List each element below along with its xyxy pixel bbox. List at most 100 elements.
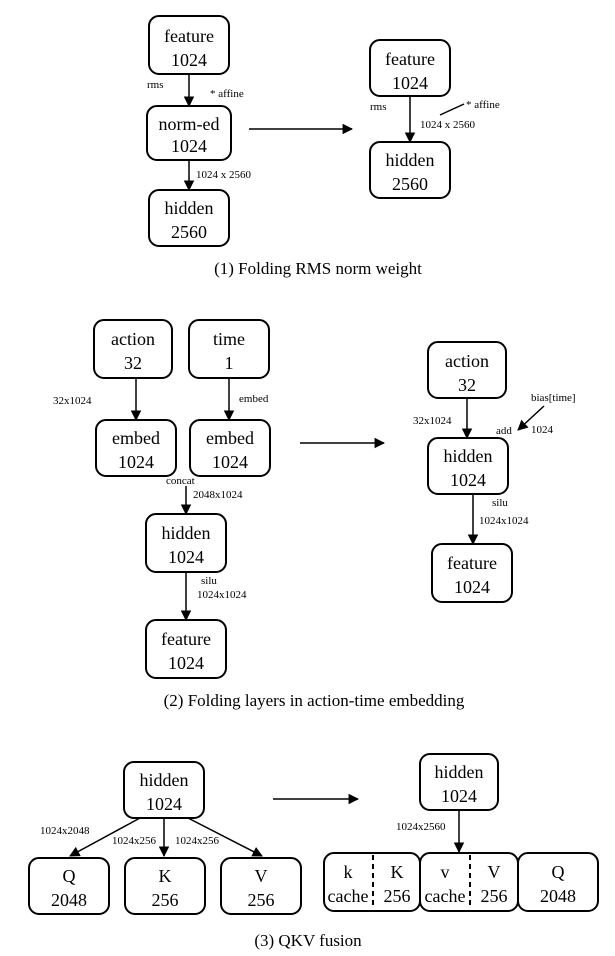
node-name: norm-ed [159, 114, 220, 134]
node-dim: 1024 [441, 786, 477, 806]
s1-right-hidden-node: hidden 2560 [369, 141, 451, 199]
s3-left-q-edge-label: 1024x2048 [40, 825, 90, 837]
s2-left-silu-label: silu [201, 575, 217, 587]
s1-left-rms-label: rms [147, 79, 164, 91]
s2-left-feature-node: feature 1024 [145, 619, 227, 679]
section-2: action 32 time 1 32x1024 embed embed 102… [53, 319, 576, 710]
s2-right-action-node: action 32 [427, 341, 507, 399]
s2-right-bias-edge [517, 405, 545, 431]
s2-left-hidden-node: hidden 1024 [145, 513, 227, 573]
s3-right-k-block: k cache K 256 [323, 852, 421, 912]
vcache-line1: v [441, 862, 450, 882]
v-name: V [488, 862, 501, 882]
kcache-line1: k [344, 862, 353, 882]
node-dim: 1024 [118, 452, 154, 472]
node-name: hidden [444, 446, 493, 466]
s2-right-silu-edge-label: 1024x1024 [479, 515, 529, 527]
node-name: hidden [435, 762, 484, 782]
node-dim: 1024 [168, 547, 204, 567]
s2-left-silu-edge-label: 1024x1024 [197, 589, 247, 601]
node-name: hidden [162, 523, 211, 543]
s3-left-v-edge [187, 817, 263, 857]
node-name: hidden [165, 198, 214, 218]
s2-right-hidden-node: hidden 1024 [427, 437, 509, 495]
node-name: feature [385, 49, 435, 69]
s1-right-feature-node: feature 1024 [369, 39, 451, 97]
s1-right-proj-label: 1024 x 2560 [420, 119, 476, 131]
node-name: embed [206, 428, 254, 448]
node-dim: 1024 [454, 577, 490, 597]
s3-right-fused-edge-label: 1024x2560 [396, 821, 446, 833]
k-name: K [391, 862, 404, 882]
s1-caption: (1) Folding RMS norm weight [214, 259, 422, 278]
s1-right-affine-pointer [439, 103, 465, 116]
s1-right-affine-label: * affine [466, 99, 500, 111]
node-name: time [213, 329, 245, 349]
s1-left-hidden-node: hidden 2560 [148, 189, 230, 247]
s3-left-v-node: V 256 [220, 857, 302, 915]
s1-left-affine-label: * affine [210, 88, 244, 100]
node-dim: 1024 [168, 653, 204, 673]
s3-left-v-edge-label: 1024x256 [175, 835, 220, 847]
node-dim: 1024 [171, 50, 207, 70]
node-dim: 1024 [146, 794, 182, 814]
node-dim: 2048 [540, 886, 576, 906]
node-name: feature [164, 26, 214, 46]
s2-left-concat-edge-label: 2048x1024 [193, 489, 243, 501]
node-name: hidden [386, 150, 435, 170]
s2-left-action-edge-label: 32x1024 [53, 395, 92, 407]
v-dim: 256 [481, 886, 508, 906]
s1-right-rms-label: rms [370, 101, 387, 113]
s3-caption: (3) QKV fusion [254, 931, 362, 950]
node-dim: 1024 [212, 452, 248, 472]
node-name: hidden [140, 770, 189, 790]
node-dim: 2560 [392, 174, 428, 194]
s3-right-hidden-node: hidden 1024 [419, 753, 499, 811]
s3-left-q-node: Q 2048 [28, 857, 110, 915]
section-3: hidden 1024 1024x2048 1024x256 1024x256 … [28, 753, 599, 950]
s3-left-q-edge [69, 817, 141, 857]
node-name: embed [112, 428, 160, 448]
node-dim: 1024 [171, 136, 207, 156]
s2-left-embed1-node: embed 1024 [95, 419, 177, 477]
s2-left-embed2-node: embed 1024 [189, 419, 271, 477]
node-name: K [159, 866, 172, 886]
node-dim: 1024 [392, 73, 428, 93]
node-dim: 2048 [51, 890, 87, 910]
node-name: action [445, 351, 489, 371]
s3-left-k-node: K 256 [124, 857, 206, 915]
k-dim: 256 [384, 886, 411, 906]
s2-left-time-node: time 1 [188, 319, 270, 379]
s2-right-feature-node: feature 1024 [431, 543, 513, 603]
node-name: Q [63, 866, 76, 886]
vcache-line2: cache [425, 886, 466, 906]
s2-right-silu-label: silu [492, 497, 508, 509]
s3-left-k-edge-label: 1024x256 [112, 835, 157, 847]
s3-left-hidden-node: hidden 1024 [123, 761, 205, 819]
s1-left-feature-node: feature 1024 [148, 15, 230, 75]
node-name: action [111, 329, 155, 349]
node-name: Q [552, 862, 565, 882]
s2-right-bias-label: bias[time] [531, 392, 576, 404]
s2-right-action-edge-label: 32x1024 [413, 415, 452, 427]
s1-left-proj-label: 1024 x 2560 [196, 169, 252, 181]
s2-left-concat-label: concat [166, 475, 195, 487]
s3-right-v-block: v cache V 256 [419, 852, 519, 912]
kcache-line2: cache [328, 886, 369, 906]
s2-caption: (2) Folding layers in action-time embedd… [164, 691, 465, 710]
node-dim: 32 [124, 353, 142, 373]
node-dim: 1 [225, 353, 234, 373]
s2-left-action-node: action 32 [93, 319, 173, 379]
s2-right-bias-dim: 1024 [531, 424, 554, 436]
s1-left-normed-node: norm-ed 1024 [146, 105, 232, 161]
node-name: V [255, 866, 268, 886]
node-dim: 256 [152, 890, 179, 910]
section-1: feature 1024 rms * affine norm-ed 1024 1… [146, 15, 500, 278]
node-dim: 32 [458, 375, 476, 395]
node-dim: 1024 [450, 470, 486, 490]
s2-right-add-label: add [496, 425, 512, 437]
node-dim: 256 [248, 890, 275, 910]
node-name: feature [161, 629, 211, 649]
node-dim: 2560 [171, 222, 207, 242]
